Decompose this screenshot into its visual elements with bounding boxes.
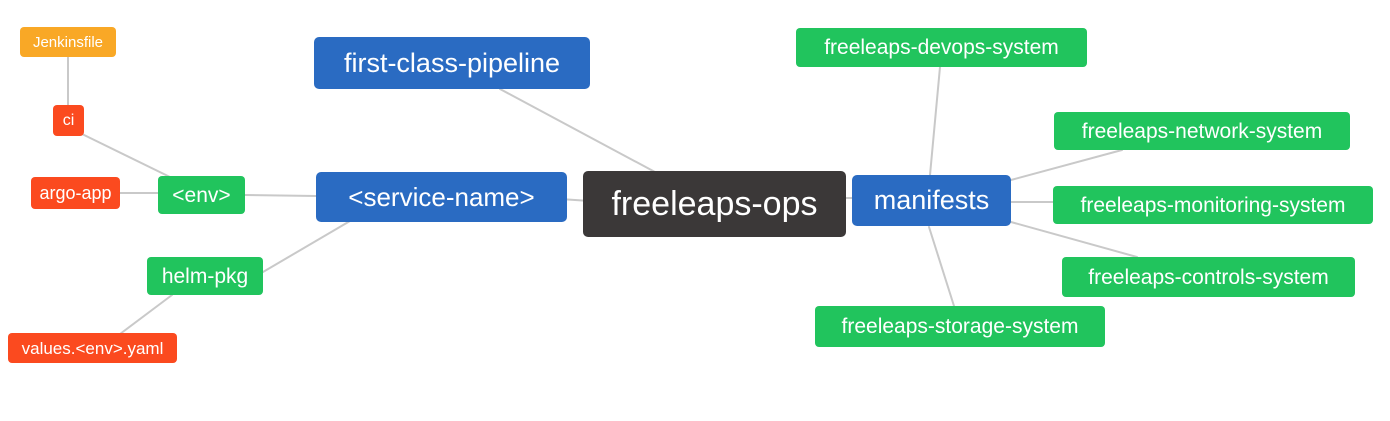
node-freeleaps-monitoring-system[interactable]: freeleaps-monitoring-system (1053, 186, 1373, 224)
node-env[interactable]: <env> (158, 176, 245, 214)
edge-manifests-controls-system (1010, 221, 1138, 258)
node-first-class-pipeline[interactable]: first-class-pipeline (314, 37, 590, 89)
node-ci[interactable]: ci (53, 105, 84, 136)
node-manifests[interactable]: manifests (852, 175, 1011, 226)
node-values-env-yaml[interactable]: values.<env>.yaml (8, 333, 177, 363)
node-helm-pkg[interactable]: helm-pkg (147, 257, 263, 295)
node-service-name[interactable]: <service-name> (316, 172, 567, 222)
node-argo-app[interactable]: argo-app (31, 177, 120, 209)
node-freeleaps-network-system[interactable]: freeleaps-network-system (1054, 112, 1350, 150)
edge-ci-env (79, 132, 173, 179)
edge-helm-pkg-values-yaml (119, 294, 173, 335)
edge-first-class-pipeline-ops (499, 88, 656, 173)
edge-manifests-network-system (1010, 149, 1123, 181)
edge-env-service-name (244, 194, 317, 197)
node-freeleaps-devops-system[interactable]: freeleaps-devops-system (796, 28, 1087, 67)
node-freeleaps-ops-root[interactable]: freeleaps-ops (583, 171, 846, 237)
edge-helm-pkg-service-name (262, 220, 351, 273)
node-freeleaps-controls-system[interactable]: freeleaps-controls-system (1062, 257, 1355, 297)
node-freeleaps-storage-system[interactable]: freeleaps-storage-system (815, 306, 1105, 347)
node-jenkinsfile[interactable]: Jenkinsfile (20, 27, 116, 57)
edge-manifests-storage-system (928, 226, 955, 307)
edge-manifests-devops-system (929, 66, 941, 176)
